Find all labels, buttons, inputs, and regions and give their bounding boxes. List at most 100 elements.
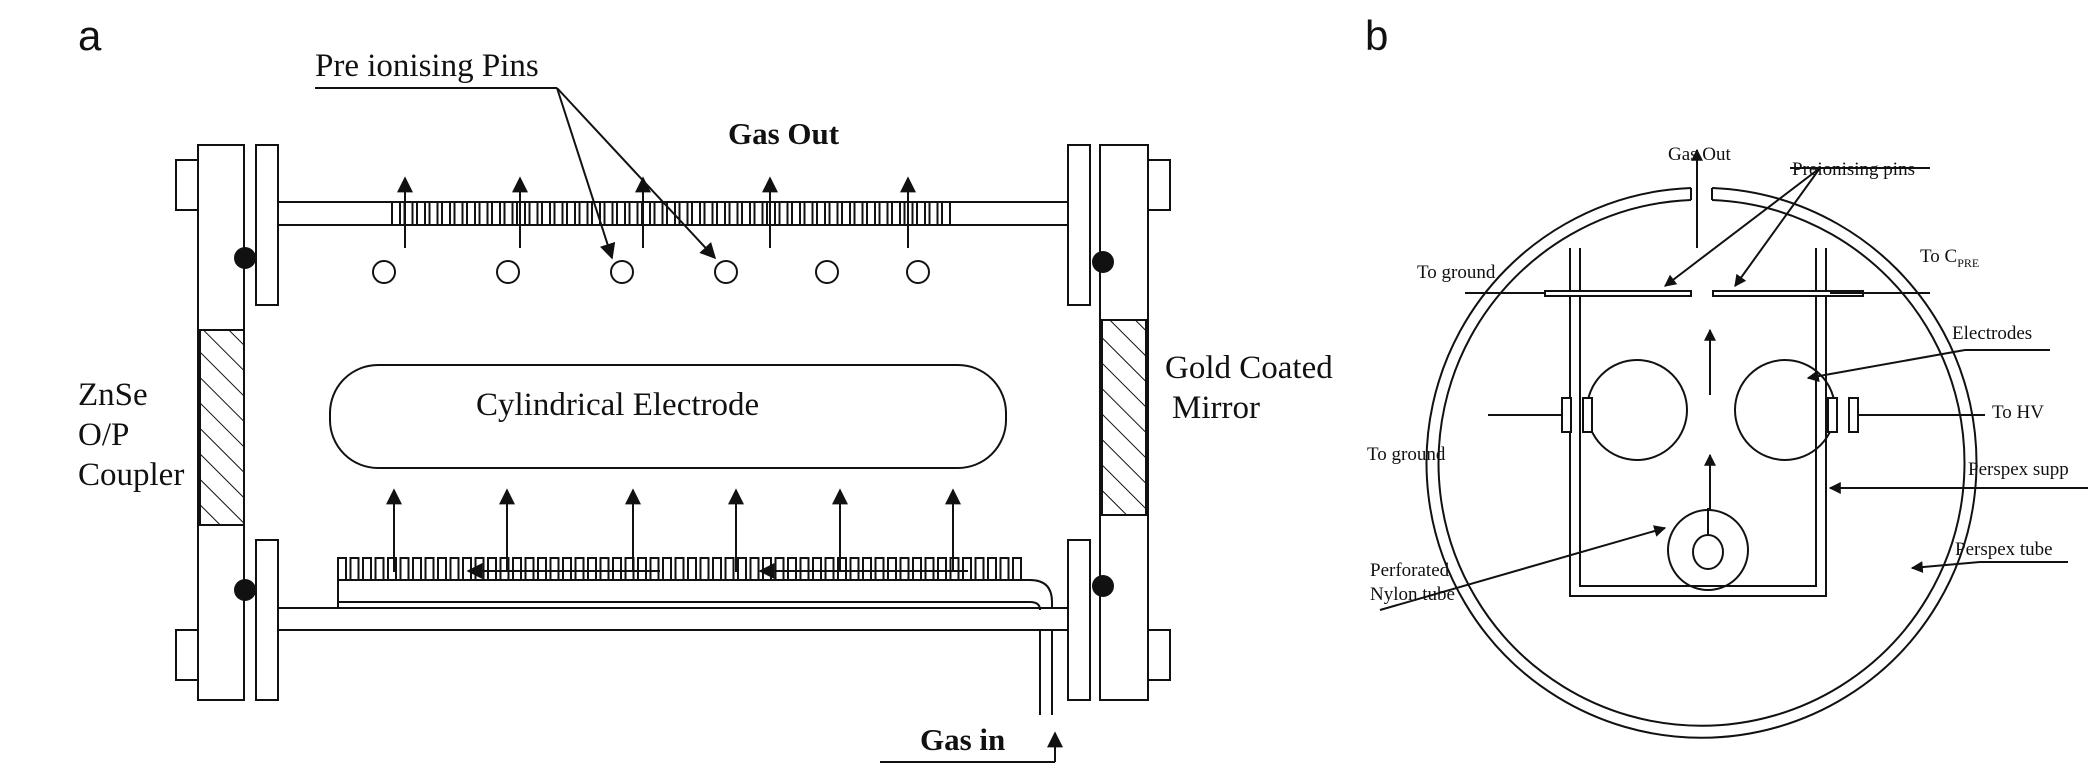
pin-tooth <box>987 557 997 581</box>
pin-hole <box>815 260 839 284</box>
label-b-to-ground-top: To ground <box>1417 262 1496 283</box>
pin-tooth <box>537 557 547 581</box>
pin-tooth <box>628 201 639 226</box>
pin-tooth <box>337 557 347 581</box>
leader-perspex-tube <box>1910 561 1981 574</box>
pin-tooth <box>741 201 751 226</box>
perforated-nylon-tube <box>1667 508 1749 591</box>
pin-tooth <box>612 557 622 581</box>
label-znse-line1: ZnSe <box>78 377 148 413</box>
pin-tooth <box>428 201 439 226</box>
label-b-perforated-line2: Nylon tube <box>1370 584 1455 605</box>
label-b-to-ground-mid: To ground <box>1367 444 1446 465</box>
pin-hole <box>714 260 738 284</box>
bottom-gas-tube <box>337 579 1053 715</box>
pin-tooth <box>503 201 514 226</box>
pin-tooth <box>837 557 847 581</box>
label-b-electrodes: Electrodes <box>1952 323 2032 344</box>
pin-tooth <box>699 557 710 581</box>
pin-tooth <box>637 557 647 581</box>
pin-tooth <box>874 557 885 581</box>
pin-tooth <box>487 557 497 581</box>
pin-tooth <box>887 557 897 581</box>
pin-tooth <box>578 201 589 226</box>
pin-tooth <box>816 201 826 226</box>
pin-tooth <box>362 557 372 581</box>
gas-out-arrows <box>397 176 916 248</box>
pin-tooth <box>866 201 876 226</box>
pin-tooth <box>737 557 747 581</box>
pin-tooth <box>891 201 901 226</box>
pin-tooth <box>928 201 939 226</box>
pin-tooth <box>862 557 872 581</box>
leader-perforated <box>1379 525 1667 611</box>
panel-a: a <box>78 12 1333 763</box>
pin-tooth <box>478 201 489 226</box>
pre-ionising-pins-callout <box>315 87 717 260</box>
pin-tooth <box>912 557 922 581</box>
pin-tooth <box>791 201 801 226</box>
znse-coupler-window <box>199 329 245 526</box>
electrode-left <box>1586 359 1688 461</box>
pin-tooth <box>828 201 839 226</box>
label-gold-line2: Mirror <box>1172 390 1260 426</box>
bottom-rod <box>278 607 1068 631</box>
pin-tooth <box>803 201 814 226</box>
panel-b: b <box>1365 12 2088 739</box>
pin-tooth <box>916 201 926 226</box>
pin-tooth <box>587 557 597 581</box>
pin-tooth <box>491 201 501 226</box>
pin-tooth <box>974 557 985 581</box>
pin-tooth <box>649 557 660 581</box>
pin-tooth <box>703 201 714 226</box>
pin-tooth <box>1012 557 1022 581</box>
pin-tooth <box>949 557 960 581</box>
gas-in-callout <box>880 731 1063 763</box>
pin-tooth <box>924 557 935 581</box>
pin-tooth <box>774 557 785 581</box>
pin-tooth <box>424 557 435 581</box>
gas-flow-up-arrows <box>386 488 961 572</box>
o-ring-bottom-right <box>1092 575 1114 597</box>
pin-hole <box>610 260 634 284</box>
label-b-to-hv: To HV <box>1992 402 2044 423</box>
pin-tooth <box>787 557 797 581</box>
panel-letter-b: b <box>1365 12 1388 59</box>
pin-tooth <box>562 557 572 581</box>
pin-tooth <box>941 201 951 226</box>
pin-tooth <box>812 557 822 581</box>
label-gas-in: Gas in <box>920 722 1005 757</box>
top-pin-teeth <box>391 201 951 226</box>
label-b-perforated-line1: Perforated <box>1370 560 1450 581</box>
pin-tooth <box>524 557 535 581</box>
pin-tooth <box>387 557 397 581</box>
pin-tooth <box>653 201 664 226</box>
label-b-gas-out: Gas Out <box>1668 144 1732 165</box>
pin-tooth <box>728 201 739 226</box>
label-b-preionising-pins: Preionising pins <box>1792 159 1915 180</box>
o-ring-bottom-left <box>234 579 256 601</box>
label-b-perspex-support: Perspex supp <box>1968 459 2069 480</box>
pin-hole <box>372 260 396 284</box>
pin-tooth <box>824 557 835 581</box>
pin-tooth <box>591 201 601 226</box>
pin-tooth <box>599 557 610 581</box>
pin-tooth <box>566 201 576 226</box>
pin-tooth <box>849 557 860 581</box>
label-pre-ionising-pins: Pre ionising Pins <box>315 48 539 84</box>
label-gas-out: Gas Out <box>728 116 840 151</box>
pin-tooth <box>962 557 972 581</box>
pin-tooth <box>662 557 672 581</box>
pin-tooth <box>453 201 464 226</box>
pin-tooth <box>687 557 697 581</box>
pin-tooth <box>462 557 472 581</box>
pin-tooth <box>553 201 564 226</box>
pin-tooth <box>616 201 626 226</box>
pin-tooth <box>449 557 460 581</box>
pin-tooth <box>541 201 551 226</box>
pin-tooth <box>691 201 701 226</box>
pin-tooth <box>841 201 851 226</box>
pin-tooth <box>374 557 385 581</box>
label-gold-line1: Gold Coated <box>1165 350 1333 386</box>
leader-preionising <box>1664 167 1821 287</box>
